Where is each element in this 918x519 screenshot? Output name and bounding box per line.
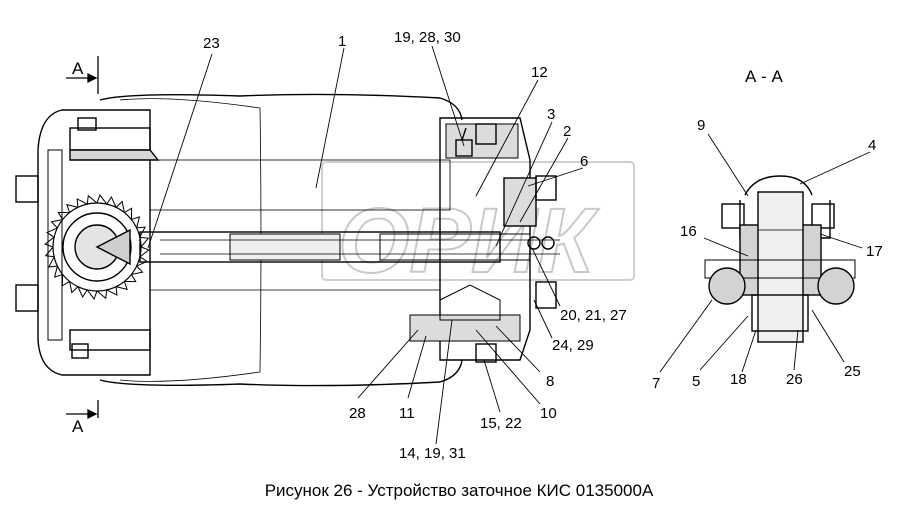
gear-tooth [96,289,108,300]
gear-tooth [139,246,150,258]
gear-tooth [44,236,55,248]
gear-tooth [139,236,150,248]
callout-5: 5 [692,373,700,390]
gear-tooth [124,207,133,220]
section-mark-bottom: А [72,417,84,436]
gear-tooth [124,274,137,283]
callout-16: 16 [680,223,697,240]
callout-17: 17 [866,243,883,260]
callout-3: 3 [547,106,555,123]
callout-7: 7 [652,375,660,392]
gear-tooth [106,286,118,296]
callout-12: 12 [531,64,548,81]
callout-26: 26 [786,371,803,388]
gear-tooth [76,198,88,208]
gear-tooth [48,256,58,268]
gear-tooth [53,265,63,278]
gear-tooth [61,274,70,287]
gear-tooth [106,195,117,208]
gear-tooth [131,265,144,275]
main-view [15,93,560,387]
callout-8: 8 [546,373,554,390]
callout-2: 2 [563,123,571,140]
callout-11: 11 [399,405,415,422]
callout-23: 23 [203,35,220,52]
callout-1: 1 [338,33,346,50]
callout-18: 18 [730,371,747,388]
gear-tooth [115,200,125,213]
gear-tooth [69,281,79,294]
leader-lines [147,45,871,445]
gear-tooth [57,211,70,220]
section-view [704,175,856,343]
callout-28: 28 [349,405,366,422]
callout-20-21-27: 20, 21, 27 [560,307,627,324]
section-title: А - А [745,67,783,86]
section-mark-top: А [72,59,84,78]
gear-tooth [45,227,58,238]
gear-tooth [96,194,108,205]
callout-14-19-31: 14, 19, 31 [399,445,466,462]
gear-tooth [50,219,63,229]
gear-tooth [115,281,128,291]
callout-24-29: 24, 29 [552,337,594,354]
callout-19-28-30: 19, 28, 30 [394,29,461,46]
figure-caption: Рисунок 26 - Устройство заточное КИС 013… [265,481,654,500]
gear-tooth [66,203,79,213]
gear-tooth [77,286,88,299]
callout-10: 10 [540,405,557,422]
gear-tooth [44,246,55,258]
watermark-frame [321,161,635,281]
callout-15-22: 15, 22 [480,415,522,432]
section-cut-marks [66,56,99,420]
gear-tooth [86,194,98,205]
callout-4: 4 [868,137,876,154]
gear-tooth [86,289,98,300]
watermark-text: ОРИК [338,190,599,292]
gear-tooth [131,216,141,229]
callout-9: 9 [697,117,705,134]
callout-25: 25 [844,363,861,380]
gear-tooth [136,226,146,238]
callout-6: 6 [580,153,588,170]
